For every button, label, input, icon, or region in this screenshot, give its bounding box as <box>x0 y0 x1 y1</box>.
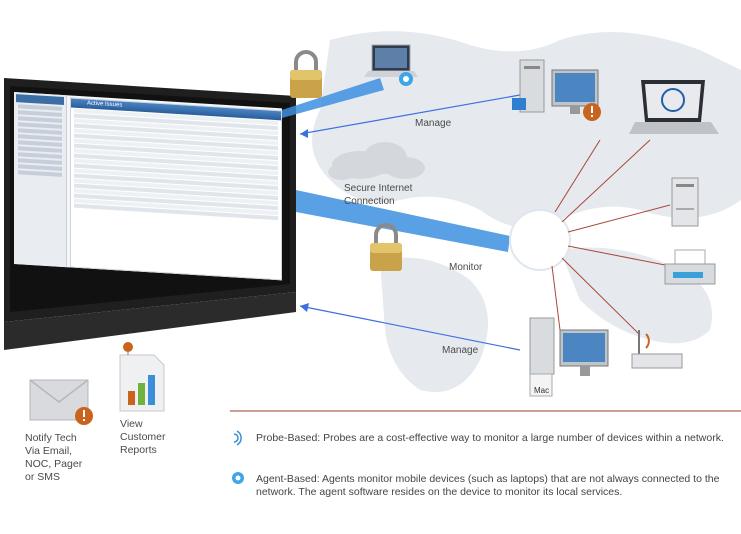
dashboard-main: Active Issues <box>70 97 282 281</box>
cloud-icon <box>328 142 425 180</box>
dashboard-sidebar <box>14 92 67 268</box>
monitor-label: Monitor <box>449 262 483 273</box>
router-icon <box>631 330 683 369</box>
legend-agent: Agent-Based: Agents monitor mobile devic… <box>256 473 720 498</box>
manage-label-bottom: Manage <box>442 345 479 356</box>
legend-probe: Probe-Based: Probes are a cost-effective… <box>256 432 724 444</box>
laptop-intel-icon <box>629 80 719 134</box>
beam-to-probe <box>296 190 510 252</box>
probe-signal-icon <box>233 430 242 446</box>
dashboard-screen: Active Issues <box>14 92 282 281</box>
manage-arrow-bottom <box>299 305 521 351</box>
manage-arrow-top <box>299 94 521 135</box>
agent-gear-icon <box>232 472 244 484</box>
connection-lines <box>551 139 671 336</box>
printer-icon <box>664 249 716 285</box>
lock-icon <box>370 223 402 271</box>
beam-to-laptop <box>282 78 384 118</box>
notify-label: Notify Tech Via Email, NOC, Pager or SMS <box>25 432 83 483</box>
mac-label: Mac <box>534 386 550 395</box>
report-icon <box>119 342 165 412</box>
desktop-mac-icon <box>529 317 609 397</box>
desktop-warning-icon <box>512 59 601 121</box>
view-reports-label: View Customer Reports <box>120 418 166 456</box>
manage-label-top: Manage <box>415 118 452 129</box>
probe-hub <box>509 209 571 271</box>
laptop-icon <box>364 44 418 86</box>
envelope-icon <box>29 379 93 425</box>
secure-connection-label: Secure Internet Connection <box>344 183 413 207</box>
lock-icon <box>290 50 322 98</box>
server-icon <box>671 177 699 227</box>
